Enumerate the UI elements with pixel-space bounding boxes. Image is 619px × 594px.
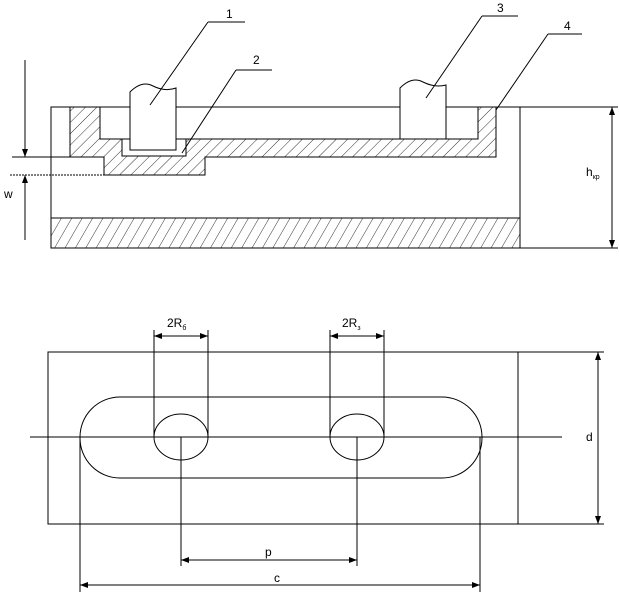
dimension-2rb: 2Rб: [153, 316, 209, 437]
dim-label-2rz: 2Rз: [342, 316, 361, 332]
callout-label: 1: [226, 7, 233, 21]
pin-1: [129, 83, 177, 151]
pin-3: [399, 79, 447, 140]
callout-label: 2: [253, 53, 260, 67]
plate-outline: [47, 351, 519, 525]
dimension-2rz: 2Rз: [329, 316, 385, 437]
dim-label-d: d: [586, 430, 593, 444]
dimension-p: p: [180, 437, 358, 566]
callout-label: 4: [564, 19, 571, 33]
section-view: 1 2 3 4 w hкр: [3, 1, 618, 249]
dimension-d: d: [494, 351, 604, 525]
callout-1: 1: [149, 7, 245, 106]
dimension-h: hкр: [508, 106, 618, 249]
dim-label-h: hкр: [586, 165, 600, 181]
dim-label-p: p: [265, 545, 272, 559]
fixture-body-4: [69, 106, 497, 176]
base-plate-hatched: [50, 217, 521, 249]
callout-4: 4: [495, 19, 582, 111]
callout-2: 2: [181, 53, 272, 154]
dim-label-w: w: [3, 187, 13, 201]
dimension-w: w: [3, 60, 104, 240]
dim-label-2rb: 2Rб: [167, 316, 186, 332]
callout-label: 3: [497, 1, 504, 15]
dimension-c: c: [79, 437, 481, 592]
dim-label-c: c: [274, 571, 280, 585]
callout-3: 3: [425, 1, 518, 99]
plan-view: 2Rб 2Rз d p c: [30, 316, 604, 592]
